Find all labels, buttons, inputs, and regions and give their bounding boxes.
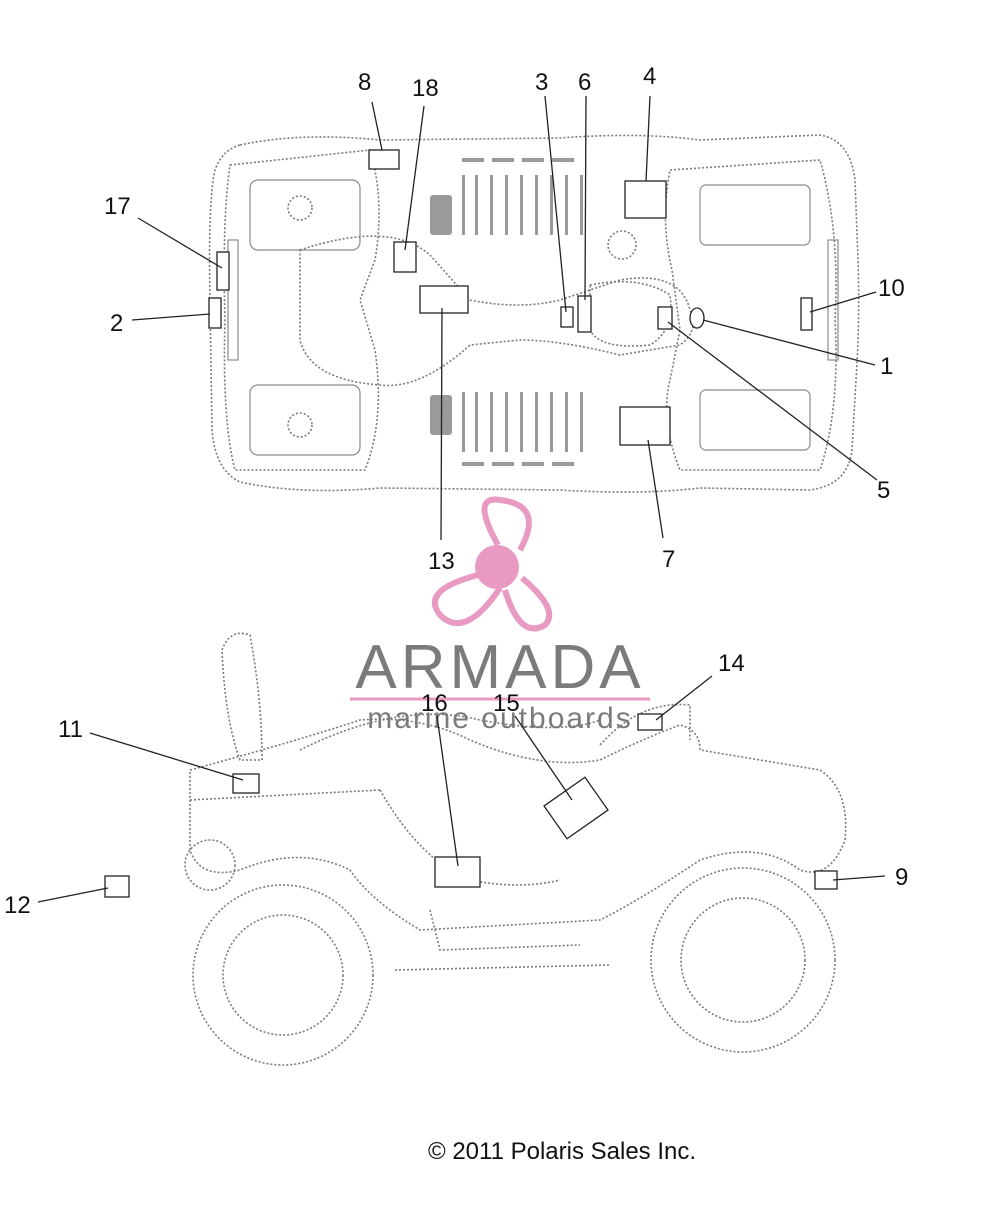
callout-18: 18	[412, 75, 439, 102]
callout-17: 17	[104, 193, 131, 220]
callout-2: 2	[110, 310, 123, 337]
watermark-tagline: marine outboards	[367, 702, 632, 735]
copyright-notice: © 2011 Polaris Sales Inc.	[0, 1138, 1000, 1166]
decal-8	[368, 149, 400, 170]
armada-logo: ARMADA marine outboards	[350, 496, 650, 735]
decal-2	[208, 297, 222, 329]
atv-top-view	[131, 95, 878, 541]
decal-7	[619, 406, 671, 446]
callout-labels: 8 18 3 6 4 17 2 10 1 5 7 13 14 11 16 15 …	[4, 63, 908, 919]
callout-14: 14	[718, 650, 745, 677]
decal-3	[560, 306, 574, 328]
propeller-hub-icon	[475, 545, 519, 589]
callout-10: 10	[878, 275, 905, 302]
propeller-icon	[431, 496, 553, 632]
decal-16	[434, 856, 481, 888]
callout-8: 8	[358, 69, 371, 96]
callout-7: 7	[662, 546, 675, 573]
decal-14	[637, 713, 663, 731]
decal-4	[624, 180, 667, 219]
callout-5: 5	[877, 477, 890, 504]
watermark-brand: ARMADA	[355, 633, 644, 702]
callout-15: 15	[493, 690, 520, 717]
decal-5	[657, 306, 673, 330]
callout-4: 4	[643, 63, 656, 90]
decal-6	[577, 295, 592, 333]
atv-side-view	[37, 632, 886, 1066]
callout-12: 12	[4, 892, 31, 919]
callout-3: 3	[535, 69, 548, 96]
callout-13: 13	[428, 548, 455, 575]
callout-11: 11	[58, 716, 83, 743]
callout-9: 9	[895, 864, 908, 891]
decal-13	[419, 285, 469, 314]
callout-16: 16	[421, 690, 448, 717]
decal-17	[216, 251, 230, 291]
decal-1	[689, 307, 705, 329]
callout-6: 6	[578, 69, 591, 96]
decal-10	[800, 297, 813, 331]
callout-1: 1	[880, 353, 893, 380]
decal-15	[543, 776, 609, 840]
decal-12	[104, 875, 130, 898]
decal-18	[393, 241, 417, 273]
copyright-text: © 2011 Polaris Sales Inc.	[427, 1138, 697, 1165]
decal-11	[232, 773, 260, 794]
